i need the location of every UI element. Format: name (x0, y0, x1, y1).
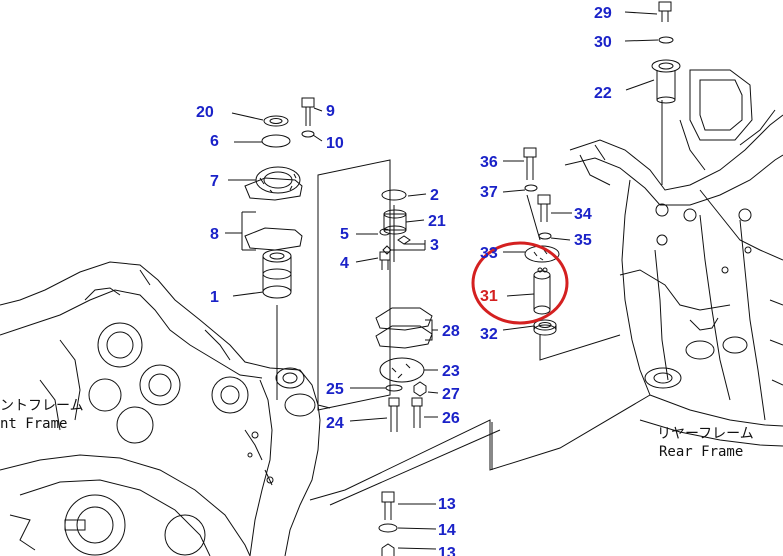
callout-20: 20 (196, 104, 214, 121)
callout-34: 34 (574, 206, 592, 223)
callout-9: 9 (326, 103, 335, 120)
callout-36: 36 (480, 154, 498, 171)
callout-14: 14 (438, 522, 456, 539)
callout-13-lower: 13 (438, 545, 456, 556)
callout-30: 30 (594, 34, 612, 51)
parts-bottom-stack (378, 491, 398, 556)
callout-1: 1 (210, 289, 219, 306)
callout-21: 21 (428, 213, 446, 230)
frame-labels: ントフレーム nt Frame リヤーフレーム Rear Frame (0, 398, 754, 460)
callout-24: 24 (326, 415, 344, 432)
callout-13: 13 (438, 496, 456, 513)
callout-35: 35 (574, 232, 592, 249)
leader-lines (225, 11, 659, 550)
callout-26: 26 (442, 410, 460, 427)
callout-2: 2 (430, 187, 439, 204)
front-frame-en-label: nt Frame (0, 416, 67, 432)
callout-33: 33 (480, 245, 498, 262)
front-frame-drawing (0, 261, 321, 556)
callout-32: 32 (480, 326, 498, 343)
callout-10: 10 (326, 135, 344, 152)
rear-frame-jp-label: リヤーフレーム (657, 426, 754, 442)
callout-27: 27 (442, 386, 460, 403)
section-boundary-lines (309, 159, 651, 506)
parts-left-stack (244, 97, 315, 299)
rear-frame-drawing (564, 69, 783, 447)
callout-7: 7 (210, 173, 219, 190)
callout-29: 29 (594, 5, 612, 22)
callout-37: 37 (480, 184, 498, 201)
callout-25: 25 (326, 381, 344, 398)
callout-31: 31 (480, 288, 498, 305)
callout-4: 4 (340, 255, 349, 272)
parts-right-middle-stack (523, 147, 560, 336)
callout-22: 22 (594, 85, 612, 102)
callout-6: 6 (210, 133, 219, 150)
highlight-circle (471, 241, 569, 325)
callout-23: 23 (442, 363, 460, 380)
callout-3: 3 (430, 237, 439, 254)
front-frame-jp-label: ントフレーム (0, 398, 84, 414)
callout-28: 28 (442, 323, 460, 340)
callout-5: 5 (340, 226, 349, 243)
parts-right-top-stack (651, 1, 681, 104)
rear-frame-en-label: Rear Frame (659, 444, 743, 460)
parts-middle-stack (375, 189, 433, 432)
callout-labels: 20 6 7 8 1 9 10 2 21 3 5 4 28 23 25 27 2… (196, 5, 612, 556)
callout-8: 8 (210, 226, 219, 243)
